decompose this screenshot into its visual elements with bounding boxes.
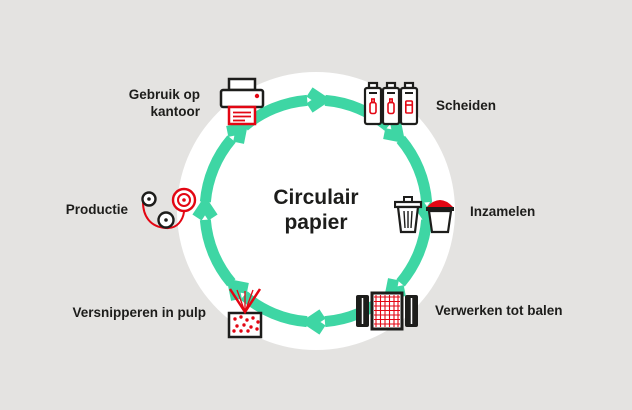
printer-icon (219, 77, 265, 126)
stage-label-inzamelen: Inzamelen (470, 203, 536, 219)
stage-versnipperen-in-pulp: Versnipperen in pulp (66, 285, 272, 341)
stage-label-verwerken-tot-balen: Verwerken tot balen (435, 302, 563, 318)
collection-containers-icon (394, 196, 454, 234)
stage-verwerken-tot-balen: Verwerken tot balen (355, 287, 563, 335)
paper-bales-icon (356, 291, 418, 331)
stage-label-versnipperen-in-pulp: Versnipperen in pulp (72, 304, 206, 320)
diagram-title-line-1: Circulair (273, 186, 359, 209)
separation-bins-icon (363, 81, 419, 126)
stage-gebruik-op-kantoor: Gebruik op kantoor (120, 76, 270, 132)
diagram-title-line-2: papier (284, 210, 348, 234)
stage-label-gebruik-op-kantoor: Gebruik op kantoor (128, 87, 200, 119)
stage-label-scheiden: Scheiden (436, 97, 497, 113)
paper-rolls-icon (141, 187, 197, 230)
stage-productie: Productie (48, 186, 228, 234)
pulp-shredder-icon (227, 288, 263, 339)
stage-label-productie: Productie (65, 201, 128, 217)
stage-inzamelen: Inzamelen (394, 186, 535, 238)
stage-scheiden: Scheiden (362, 78, 496, 134)
diagram-title: Circulair papier (236, 186, 396, 236)
